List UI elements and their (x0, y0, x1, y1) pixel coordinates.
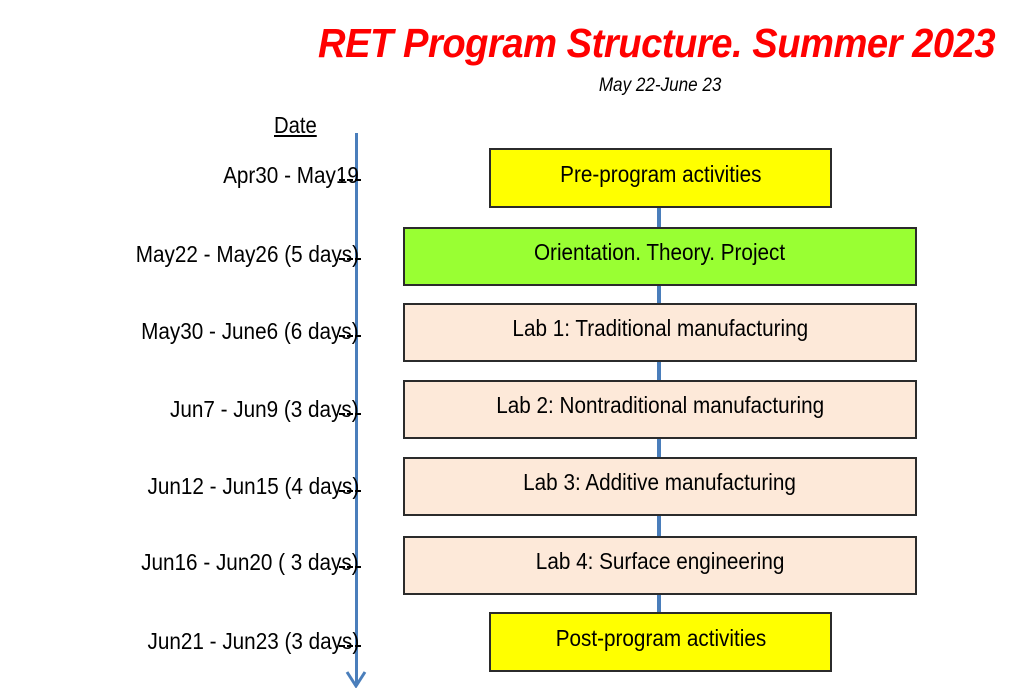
stage-label: Pre-program activities (559, 160, 762, 187)
stage-lab1: Lab 1: Traditional manufacturing (403, 303, 917, 362)
connector-line (657, 207, 661, 228)
subtitle-text: May 22-June 23 (598, 75, 722, 96)
stage-label: Post-program activities (555, 624, 766, 651)
date-label-lab2: Jun7 - Jun9 (3 days) (170, 396, 359, 422)
connector-line (657, 438, 661, 458)
timeline-axis (355, 133, 358, 683)
stage-pre-program: Pre-program activities (489, 148, 832, 208)
date-label-pre: Apr30 - May19 (223, 162, 359, 188)
date-label-lab3: Jun12 - Jun15 (4 days) (147, 473, 359, 499)
stage-lab2: Lab 2: Nontraditional manufacturing (403, 380, 917, 439)
connector-line (657, 285, 661, 305)
arrow-down-icon (345, 671, 367, 688)
date-label-orientation: May22 - May26 (5 days) (135, 241, 359, 267)
stage-lab4: Lab 4: Surface engineering (403, 536, 917, 595)
stage-lab3: Lab 3: Additive manufacturing (403, 457, 917, 516)
stage-label: Lab 4: Surface engineering (535, 548, 785, 574)
date-label-post: Jun21 - Jun23 (3 days) (147, 628, 359, 654)
date-range-subtitle: May 22-June 23 (0, 75, 1024, 97)
stage-label: Lab 1: Traditional manufacturing (512, 315, 808, 341)
connector-line (657, 361, 661, 382)
tick-mark (339, 413, 362, 415)
tick-mark (339, 258, 362, 260)
stage-label: Orientation. Theory. Project (534, 239, 786, 265)
tick-mark (339, 566, 362, 568)
stage-orientation: Orientation. Theory. Project (403, 227, 917, 286)
date-axis-label: Date (274, 112, 317, 138)
stage-label: Lab 2: Nontraditional manufacturing (496, 392, 824, 418)
tick-mark (339, 335, 362, 337)
connector-line (657, 595, 661, 613)
tick-mark (339, 179, 362, 181)
stage-post-program: Post-program activities (489, 612, 832, 672)
stage-label: Lab 3: Additive manufacturing (523, 469, 797, 495)
page-title: RET Program Structure. Summer 2023 (318, 20, 996, 66)
date-label-lab4: Jun16 - Jun20 ( 3 days) (141, 549, 359, 575)
date-label-lab1: May30 - June6 (6 days) (141, 318, 359, 344)
tick-mark (339, 645, 362, 647)
connector-line (657, 516, 661, 537)
tick-mark (339, 490, 362, 492)
